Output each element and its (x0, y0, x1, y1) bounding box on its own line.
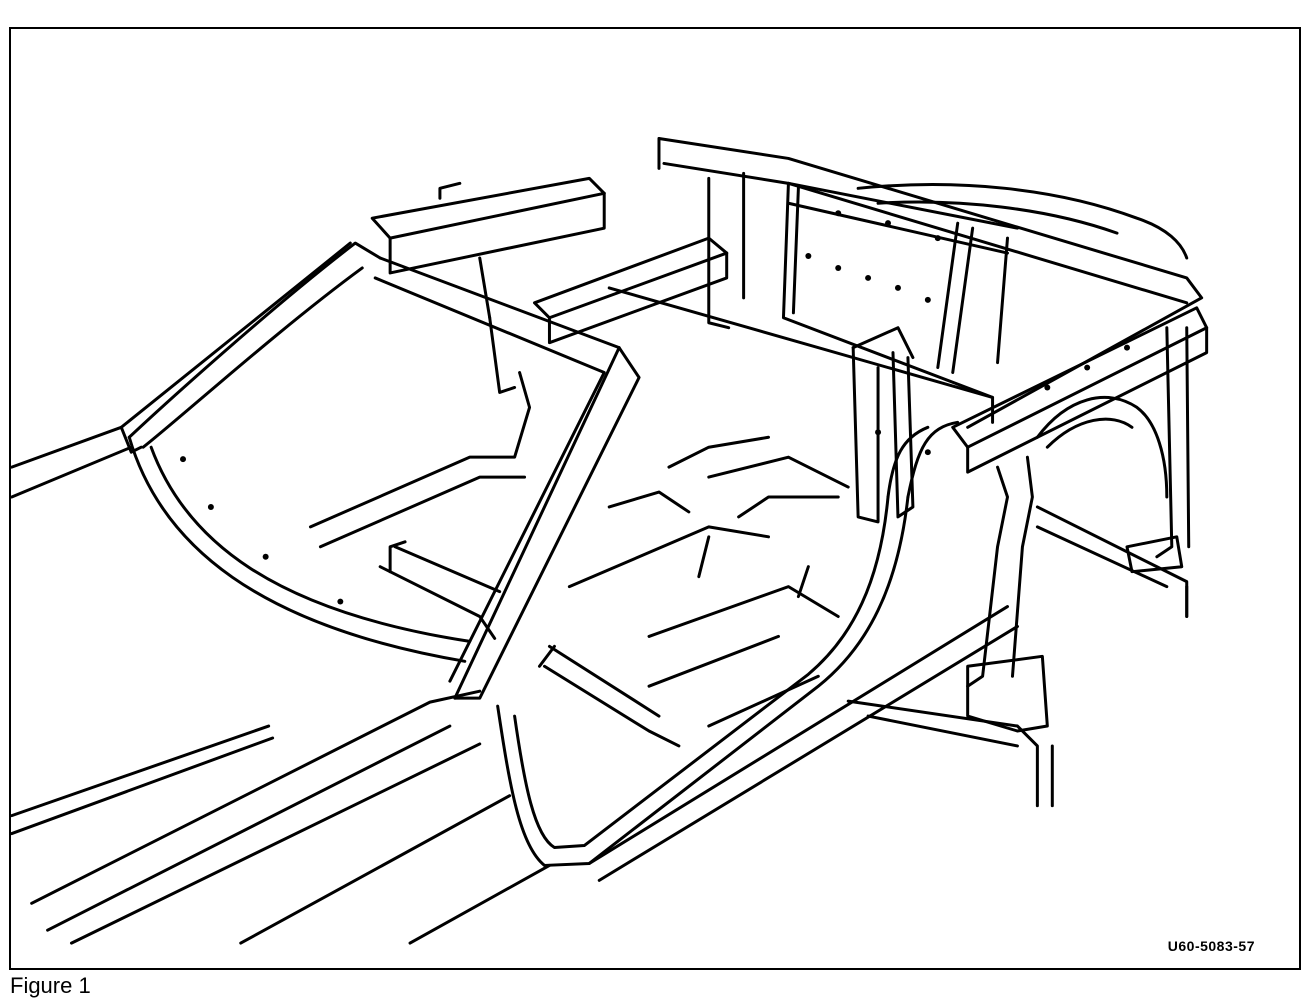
figure-caption: Figure 1 (10, 973, 91, 998)
rocker-panel-lines (11, 689, 551, 945)
figure-code: U60-5083-57 (1167, 938, 1255, 954)
rear-deck (856, 183, 1189, 260)
fastener-holes (180, 210, 1130, 605)
figure-frame: U60-5083-57 (9, 27, 1301, 970)
rear-quarter (846, 395, 1189, 808)
vehicle-body-fixture-drawing (11, 137, 1209, 945)
fixture-posts (851, 306, 1209, 733)
left-fender-lines (11, 241, 352, 499)
fixture-frame-upper (370, 137, 1204, 429)
floor-pan (378, 435, 850, 748)
door-opening (496, 420, 1019, 882)
windshield-frame (127, 241, 641, 700)
